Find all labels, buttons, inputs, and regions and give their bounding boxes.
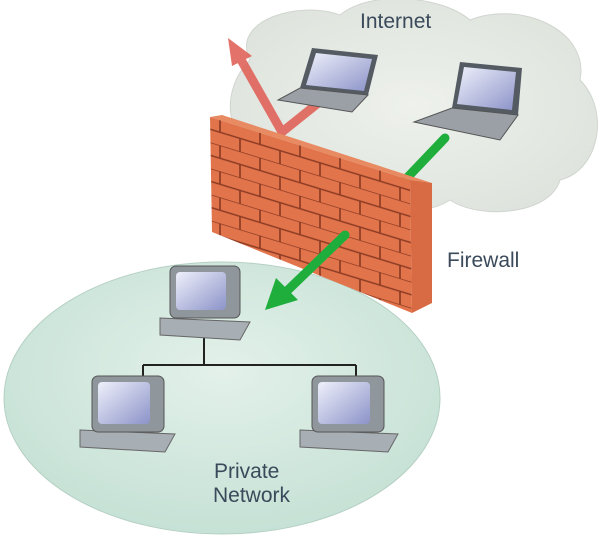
private-network-label-line2: Network bbox=[213, 484, 291, 507]
desktop-computer-right bbox=[299, 375, 399, 453]
firewall-wall bbox=[210, 115, 432, 313]
internet-laptop-1 bbox=[276, 48, 378, 113]
internet-label: Internet bbox=[360, 10, 432, 33]
desktop-computer-server bbox=[159, 265, 251, 341]
private-network-zone bbox=[3, 261, 441, 535]
internet-laptop-2 bbox=[412, 62, 522, 141]
private-network-label-line1: Private bbox=[214, 460, 280, 483]
desktop-computer-left bbox=[79, 375, 176, 453]
allowed-traffic-line bbox=[400, 133, 450, 185]
allowed-traffic-arrow bbox=[265, 230, 350, 310]
network-cabling bbox=[142, 336, 357, 380]
firewall-label: Firewall bbox=[447, 249, 520, 272]
